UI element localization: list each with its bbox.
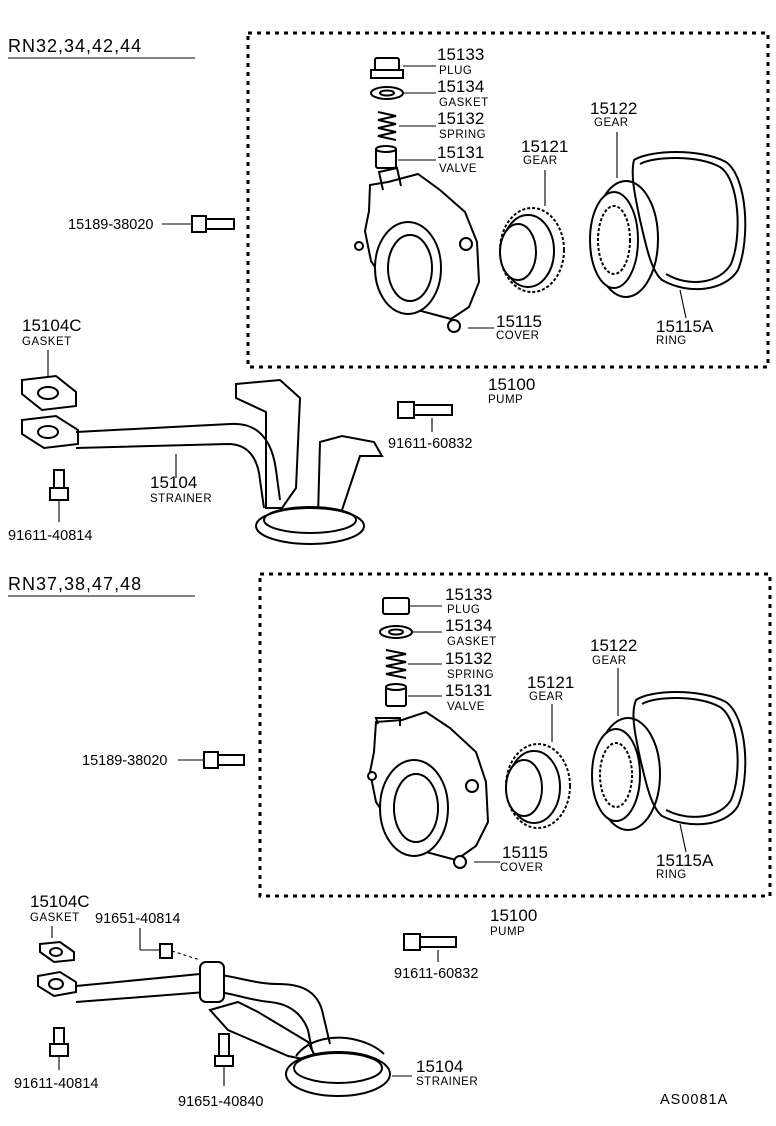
bolt-icon <box>49 469 69 501</box>
pump-cover-icon <box>354 166 481 333</box>
part-number: 15115 <box>496 312 542 331</box>
inner-gear-icon <box>499 207 565 293</box>
bolt-icon <box>159 943 201 961</box>
ring-icon <box>631 151 747 291</box>
part-number: 91611-40814 <box>8 528 92 544</box>
part-number: 15104C <box>22 316 82 335</box>
part-number: 15100 <box>488 375 535 394</box>
part-number: 15100 <box>490 906 537 925</box>
part-name: GASKET <box>30 912 80 924</box>
part-number: 15115A <box>656 317 714 336</box>
part-number: 15122 <box>590 99 637 118</box>
part-number: 15131 <box>437 143 484 162</box>
part-number: 15104 <box>416 1057 463 1076</box>
part-number: 15132 <box>437 109 484 128</box>
part-number: 15133 <box>437 45 484 64</box>
part-number: 15121 <box>527 673 574 692</box>
part-name: COVER <box>496 330 539 342</box>
part-name: RING <box>656 335 687 347</box>
part-number: 91611-60832 <box>388 436 472 452</box>
part-name: GEAR <box>523 155 558 167</box>
pump-cover-icon <box>367 710 490 869</box>
bolt-icon <box>203 751 245 769</box>
part-number: 15104 <box>150 473 197 492</box>
part-number: 15134 <box>437 77 484 96</box>
ring-icon <box>632 691 747 826</box>
part-number: 15115A <box>656 851 714 870</box>
part-name: SPRING <box>439 129 486 141</box>
part-number: 91611-60832 <box>394 966 478 982</box>
part-number: 15133 <box>445 585 492 604</box>
group-header: RN37,38,47,48 <box>8 574 142 594</box>
part-number: 15134 <box>445 616 492 635</box>
group-1: RN32,34,42,44 15133 PLUG 15134 GASKET 15… <box>8 31 770 545</box>
part-number: 91611-40814 <box>14 1076 98 1092</box>
plug-icon <box>370 57 404 79</box>
strainer-icon <box>21 378 384 545</box>
part-number: 15131 <box>445 681 492 700</box>
figure-code: AS0081A <box>660 1092 728 1108</box>
part-number: 15189-38020 <box>82 753 167 769</box>
group-header: RN32,34,42,44 <box>8 36 142 56</box>
part-name: GEAR <box>592 655 627 667</box>
inner-gear-icon <box>505 743 571 829</box>
part-name: STRAINER <box>150 493 212 505</box>
spring-icon <box>377 111 397 141</box>
part-number: 15104C <box>30 892 90 911</box>
outer-gear-icon <box>591 717 661 831</box>
part-name: GASKET <box>447 636 497 648</box>
part-name: PLUG <box>439 65 472 77</box>
part-name: SPRING <box>447 669 494 681</box>
part-name: STRAINER <box>416 1076 478 1088</box>
part-number: 91651-40840 <box>178 1094 263 1110</box>
bolt-icon <box>397 401 453 419</box>
part-name: PUMP <box>488 394 523 406</box>
bolt-icon <box>403 933 457 951</box>
pump-assembly-box <box>246 31 770 369</box>
plug-icon <box>382 597 410 615</box>
flange-gasket-icon <box>39 940 75 964</box>
part-number: 91651-40814 <box>95 911 180 927</box>
part-name: PUMP <box>490 926 525 938</box>
part-number: 15115 <box>502 843 548 862</box>
part-name: RING <box>656 869 687 881</box>
flange-gasket-icon <box>21 374 77 412</box>
spring-icon <box>385 649 407 679</box>
part-name: GASKET <box>22 336 72 348</box>
part-number: 15122 <box>590 636 637 655</box>
part-number: 15132 <box>445 649 492 668</box>
bolt-icon <box>49 1027 69 1057</box>
valve-icon <box>385 683 407 707</box>
part-number: 15121 <box>521 137 568 156</box>
strainer-icon <box>37 961 391 1097</box>
part-name: GEAR <box>594 117 629 129</box>
part-name: PLUG <box>447 604 480 616</box>
part-number: 15189-38020 <box>68 217 153 233</box>
pump-assembly-box <box>258 572 772 898</box>
outer-gear-icon <box>589 180 659 298</box>
part-name: VALVE <box>439 163 477 175</box>
group-2: RN37,38,47,48 15133 PLUG 15134 GASKET 15… <box>8 572 772 1110</box>
bolt-icon <box>191 215 235 233</box>
part-name: VALVE <box>447 701 485 713</box>
part-name: GASKET <box>439 97 489 109</box>
part-name: COVER <box>500 862 543 874</box>
bolt-icon <box>214 1033 234 1067</box>
part-name: GEAR <box>529 691 564 703</box>
valve-icon <box>375 145 397 169</box>
